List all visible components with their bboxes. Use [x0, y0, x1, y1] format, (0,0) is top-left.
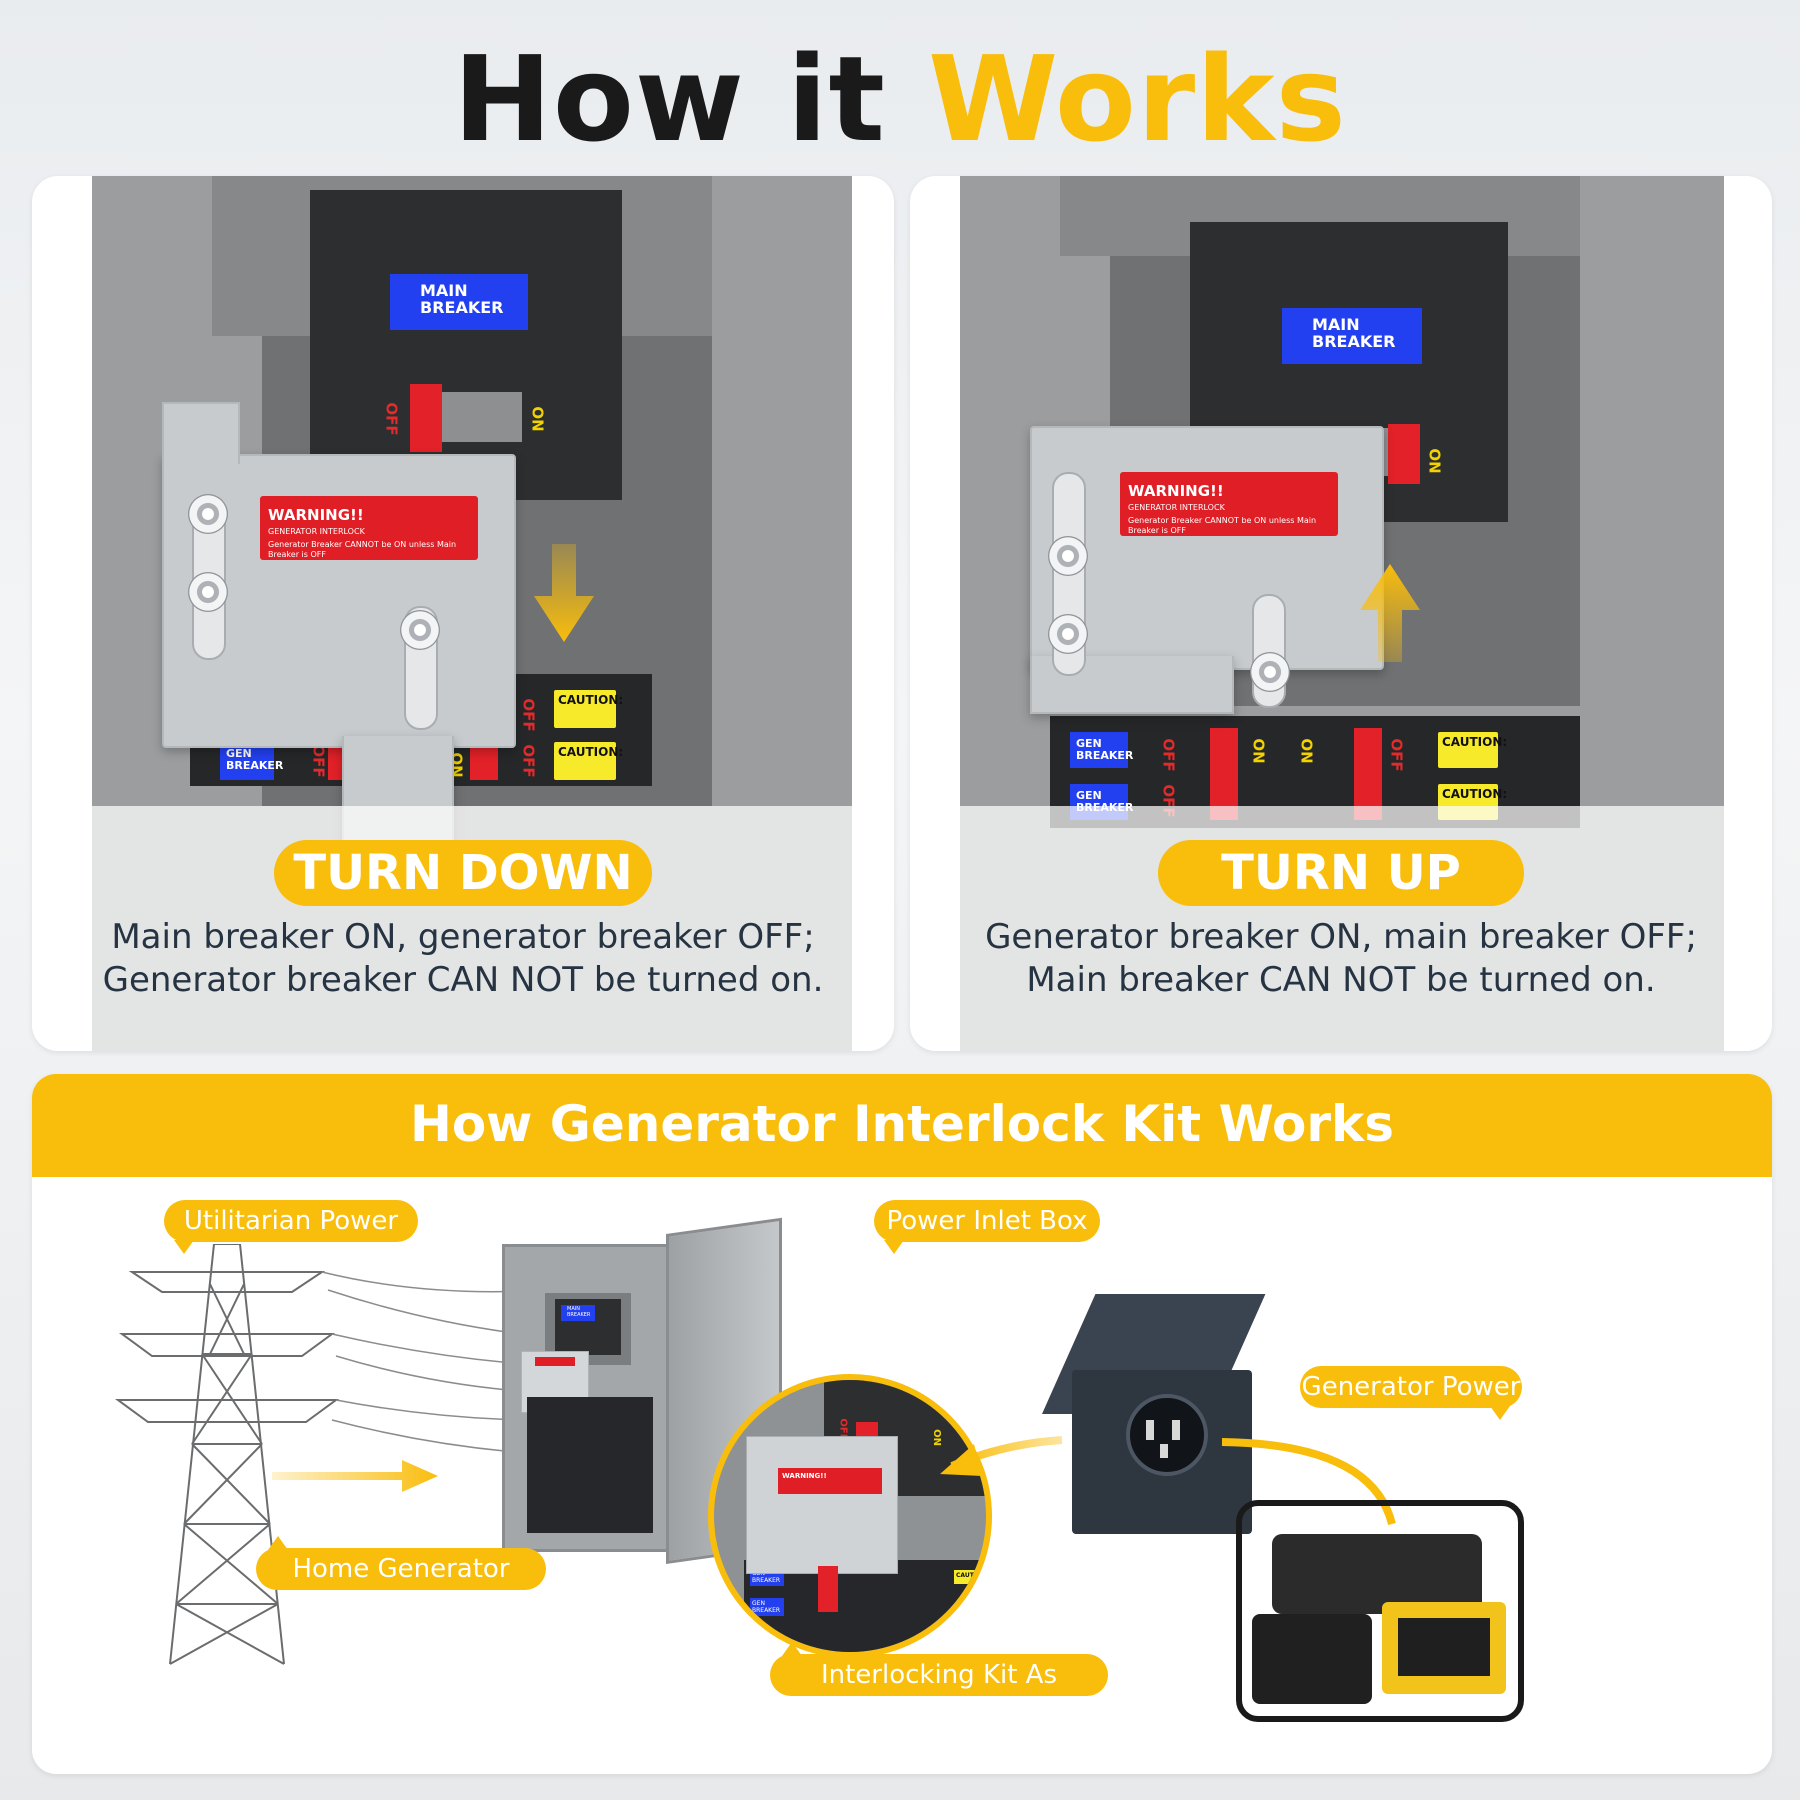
mini-main-line-2: BREAKER [567, 1312, 591, 1318]
turn-down-pill: TURN DOWN [274, 840, 652, 906]
home-panel-tag: Home Generator Panel [256, 1536, 546, 1626]
title-part-2: Works [927, 30, 1347, 168]
gen-line-2: BREAKER [1076, 749, 1134, 762]
socket-prong-icon [1160, 1444, 1168, 1458]
turn-up-pill: TURN UP [1158, 840, 1524, 906]
socket-prong-icon [1172, 1420, 1180, 1440]
portable-generator-icon [1232, 1484, 1524, 1724]
branch-off-label: OFF [519, 698, 538, 732]
title-part-1: How it [453, 30, 886, 168]
zoom-gen-lever [818, 1566, 838, 1612]
gen-line-1: GEN [226, 747, 252, 760]
mini-breaker-rows [527, 1397, 653, 1533]
warning-text: Generator Breaker CANNOT be ON unless Ma… [1128, 516, 1317, 535]
zoom-gen-line-2: BREAKER [752, 1607, 781, 1614]
zoom-breaker-rows [744, 1560, 986, 1652]
arrow-up-icon [1360, 564, 1420, 662]
interlock-plate [1030, 426, 1384, 670]
zoom-interlock-plate [746, 1436, 898, 1574]
warning-sub: GENERATOR INTERLOCK [268, 527, 365, 536]
zoom-circle: OFF ON GEN BREAKER GEN BREAKER CAUTION W… [708, 1374, 992, 1658]
outlet-socket-icon [1126, 1394, 1208, 1476]
gen-line-2: BREAKER [226, 759, 284, 772]
mini-main-line-1: MAIN [567, 1306, 580, 1312]
gen-off-label: OFF [1159, 738, 1178, 772]
generator-engine [1252, 1614, 1372, 1704]
caution-label-1: CAUTION: [554, 690, 623, 728]
gen-line-1: GEN [1076, 737, 1102, 750]
caution-label-1: CAUTION: [1438, 732, 1507, 768]
panel-scene: MAIN BREAKER OFF ON GEN BREAKER GEN BREA… [92, 176, 852, 1051]
zoom-gen-label-2: GEN BREAKER [750, 1598, 784, 1616]
warning-text: Generator Breaker CANNOT be ON unless Ma… [268, 540, 457, 559]
main-label-line-2: BREAKER [1312, 332, 1396, 351]
gen-off-label-2: OFF [309, 744, 328, 778]
main-on-label: ON [528, 406, 547, 432]
warning-sub: GENERATOR INTERLOCK [1128, 503, 1225, 512]
main-breaker-label: MAIN BREAKER [1282, 308, 1422, 364]
bolt-icon [188, 572, 228, 612]
main-on-label: ON [1425, 448, 1444, 474]
main-breaker-lever [1388, 424, 1420, 484]
main-label-line-2: BREAKER [420, 298, 504, 317]
turn-up-card: MAIN BREAKER ON GEN BREAKER GEN BREAKER … [910, 176, 1772, 1051]
bolt-icon [1048, 614, 1088, 654]
warning-title: WARNING!! [1128, 482, 1224, 500]
main-label-line-1: MAIN [1312, 315, 1360, 334]
zoom-gen-line-1: GEN [752, 1600, 765, 1607]
zoom-warning: WARNING!! [778, 1468, 882, 1494]
branch-breaker-lever [1354, 728, 1382, 820]
generator-power-tag: Generator Power [1300, 1366, 1522, 1420]
generator-tank [1272, 1534, 1482, 1614]
warning-label: WARNING!! GENERATOR INTERLOCK Generator … [260, 496, 478, 560]
gen-on-label: ON [1249, 738, 1268, 764]
socket-prong-icon [1146, 1420, 1154, 1440]
turn-up-caption: Generator breaker ON, main breaker OFF; … [910, 916, 1772, 1002]
gen-breaker-lever [1210, 728, 1238, 820]
caption-line-1: Main breaker ON, generator breaker OFF; [111, 917, 815, 957]
main-label-line-1: MAIN [420, 281, 468, 300]
gen-breaker-label-2: GEN BREAKER [220, 742, 284, 780]
caption-line-2: Main breaker CAN NOT be turned on. [1026, 960, 1656, 1000]
utility-power-tag: Utilitarian Power [164, 1200, 418, 1254]
turn-down-caption: Main breaker ON, generator breaker OFF; … [32, 916, 894, 1002]
caption-line-2: Generator breaker CAN NOT be turned on. [102, 960, 824, 1000]
gen-line-1: GEN [1076, 789, 1102, 802]
bolt-icon [400, 610, 440, 650]
warning-title: WARNING!! [268, 506, 364, 524]
main-breaker-box [310, 190, 622, 500]
bolt-icon [188, 494, 228, 534]
mini-warning [535, 1357, 575, 1366]
generator-control-panel [1398, 1618, 1490, 1676]
home-panel: MAIN BREAKER [502, 1244, 678, 1552]
page-title: How it Works [0, 30, 1800, 168]
interlock-plate-tab [162, 402, 240, 464]
warning-label: WARNING!! GENERATOR INTERLOCK Generator … [1120, 472, 1338, 536]
arrow-right-icon [272, 1460, 438, 1492]
turn-down-card: MAIN BREAKER OFF ON GEN BREAKER GEN BREA… [32, 176, 894, 1051]
power-inlet-tag: Power Inlet Box [874, 1200, 1100, 1254]
mini-main-label: MAIN BREAKER [561, 1305, 595, 1321]
bolt-icon [1048, 536, 1088, 576]
zoom-gen-line-2: BREAKER [752, 1577, 781, 1584]
inlet-box [1072, 1370, 1252, 1534]
branch-on-label: ON [1297, 738, 1316, 764]
transmission-tower-icon [114, 1244, 613, 1665]
arrow-down-icon [534, 544, 594, 642]
caption-line-1: Generator breaker ON, main breaker OFF; [985, 917, 1697, 957]
main-breaker-lever [410, 384, 442, 452]
generator-interlock-section: How Generator Interlock Kit Works MAIN B… [32, 1074, 1772, 1774]
generator-frame [1236, 1500, 1524, 1722]
main-breaker-label: MAIN BREAKER [390, 274, 528, 330]
section-title: How Generator Interlock Kit Works [32, 1074, 1772, 1177]
branch-off-label: OFF [1387, 738, 1406, 772]
branch-off-label-2: OFF [519, 744, 538, 778]
gen-breaker-label-1: GEN BREAKER [1070, 732, 1134, 768]
main-off-label: OFF [382, 402, 401, 436]
caution-label-2: CAUTION: [554, 742, 623, 780]
interlocking-kit-tag: Interlocking Kit As Installed [770, 1642, 1108, 1732]
zoom-caution: CAUTION [954, 1570, 986, 1584]
bolt-icon [1250, 652, 1290, 692]
